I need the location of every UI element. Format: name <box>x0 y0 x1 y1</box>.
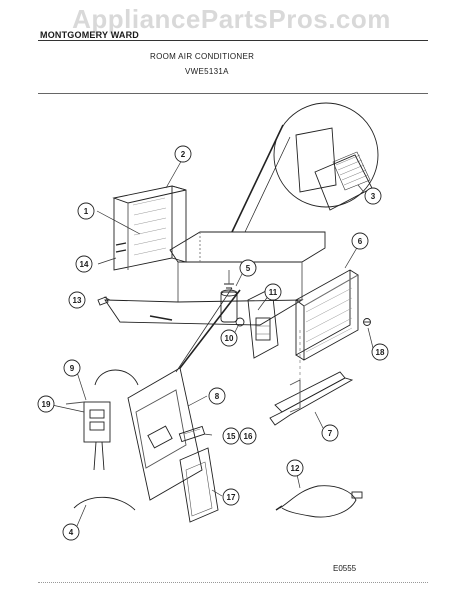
svg-text:15: 15 <box>227 432 236 441</box>
footer-rule <box>38 582 428 583</box>
svg-text:1: 1 <box>84 207 89 216</box>
svg-text:7: 7 <box>328 429 333 438</box>
callout-7: 7 <box>321 424 339 442</box>
header-rule <box>38 40 428 41</box>
callout-markers: 1 2 3 4 5 6 7 8 9 10 11 12 13 14 15 16 1… <box>37 145 389 541</box>
header-divider <box>38 93 428 94</box>
callout-8: 8 <box>208 387 226 405</box>
callout-3: 3 <box>364 187 382 205</box>
svg-text:3: 3 <box>371 192 376 201</box>
callout-6: 6 <box>351 232 369 250</box>
svg-text:18: 18 <box>376 348 385 357</box>
callout-2: 2 <box>174 145 192 163</box>
callout-5: 5 <box>239 259 257 277</box>
drawing-code: E0555 <box>333 564 357 573</box>
diagram-title: ROOM AIR CONDITIONER <box>150 52 255 61</box>
svg-text:14: 14 <box>80 260 89 269</box>
control-switch <box>235 287 279 359</box>
svg-text:16: 16 <box>244 432 253 441</box>
callout-4: 4 <box>62 523 80 541</box>
callout-17: 17 <box>222 488 240 506</box>
svg-text:19: 19 <box>42 400 51 409</box>
brand-label: MONTGOMERY WARD <box>40 30 139 40</box>
callout-18: 18 <box>371 343 389 361</box>
callout-10: 10 <box>220 329 238 347</box>
callout-9: 9 <box>63 359 81 377</box>
callout-12: 12 <box>286 459 304 477</box>
wire-harness <box>73 496 136 511</box>
wire-connector <box>178 425 206 443</box>
evaporator-coil <box>112 185 187 271</box>
svg-text:17: 17 <box>227 493 236 502</box>
svg-text:6: 6 <box>358 237 363 246</box>
callout-19: 19 <box>37 395 55 413</box>
callout-1: 1 <box>77 202 95 220</box>
knob-panel <box>179 447 219 523</box>
front-grille-detail <box>231 102 379 233</box>
callout-14: 14 <box>75 255 93 273</box>
svg-text:9: 9 <box>70 364 75 373</box>
condenser-coil <box>295 269 359 361</box>
svg-text:10: 10 <box>225 334 234 343</box>
svg-text:11: 11 <box>269 288 278 297</box>
model-number: VWE5131A <box>185 67 229 76</box>
drain-pan <box>269 330 354 426</box>
leader-lines <box>51 157 374 527</box>
watermark-text: AppliancePartsPros.com <box>72 4 391 34</box>
control-board <box>127 287 241 501</box>
power-cord <box>275 485 363 518</box>
svg-text:8: 8 <box>215 392 220 401</box>
svg-text:5: 5 <box>246 264 251 273</box>
svg-text:13: 13 <box>73 296 82 305</box>
chassis-outline <box>104 231 326 326</box>
svg-text:4: 4 <box>69 528 74 537</box>
callout-13: 13 <box>68 291 86 309</box>
callout-15: 15 <box>222 427 240 445</box>
drain-plug <box>97 296 109 306</box>
callout-16: 16 <box>239 427 257 445</box>
svg-text:2: 2 <box>181 150 186 159</box>
svg-text:12: 12 <box>291 464 300 473</box>
thermostat-relay <box>65 369 139 471</box>
callout-11: 11 <box>264 283 282 301</box>
mounting-screw <box>363 318 371 326</box>
